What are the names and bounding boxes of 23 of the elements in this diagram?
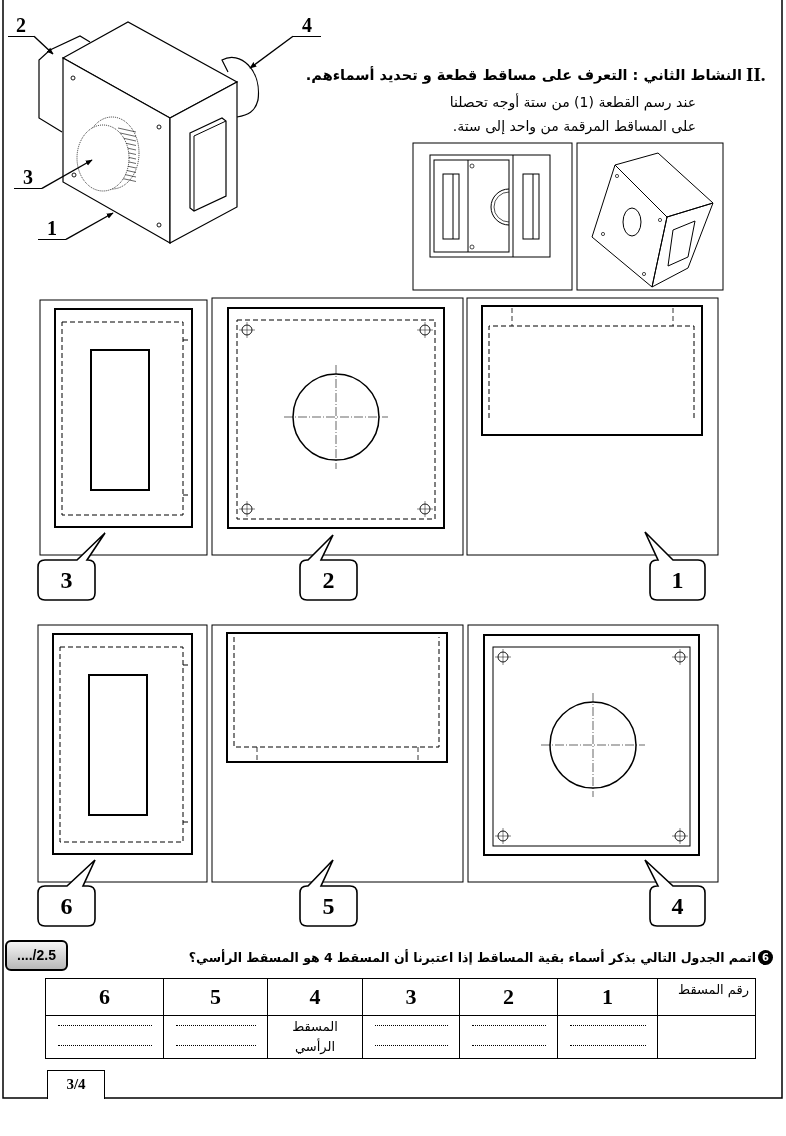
callout-number: 3 (14, 167, 42, 189)
callout-bubble: 2 (299, 534, 358, 601)
question: اتمم الجدول التالي بذكر أسماء بقية المساقط إذا اعتبرنا أن المسقط 4 هو المسقط الرأسي؟ (188, 948, 756, 967)
table-cell: رقم المسقط (657, 978, 756, 1016)
callout-bubble: 5 (299, 859, 358, 927)
page-number-tab: 3/4 (47, 1070, 105, 1099)
score-box: ..../2.5 (5, 940, 68, 971)
callout-bubble: 3 (37, 532, 106, 601)
callout-number: 2 (8, 15, 34, 37)
circled-number: 6 (758, 950, 773, 965)
heading: النشاط الثاني : التعرف على مساقط قطعة و تحديد أسماءهم. (305, 65, 742, 86)
leader-line (41, 159, 93, 189)
callout-number: 1 (38, 218, 66, 240)
callout-bubble: 1 (644, 531, 706, 601)
leader-line (249, 35, 294, 69)
leader-line (33, 35, 54, 55)
section-number: II. (746, 63, 766, 87)
callout-bubble: 4 (644, 859, 706, 927)
paragraph: عند رسم القطعة (1) من ستة أوجه تحصلنا على المساقط المرقمة من واحد إلى ستة. (448, 92, 696, 137)
callout-number: 4 (293, 15, 321, 37)
callout-bubble: 6 (37, 859, 96, 927)
table-cell: 6 (45, 978, 164, 1016)
leader-line (65, 212, 114, 240)
